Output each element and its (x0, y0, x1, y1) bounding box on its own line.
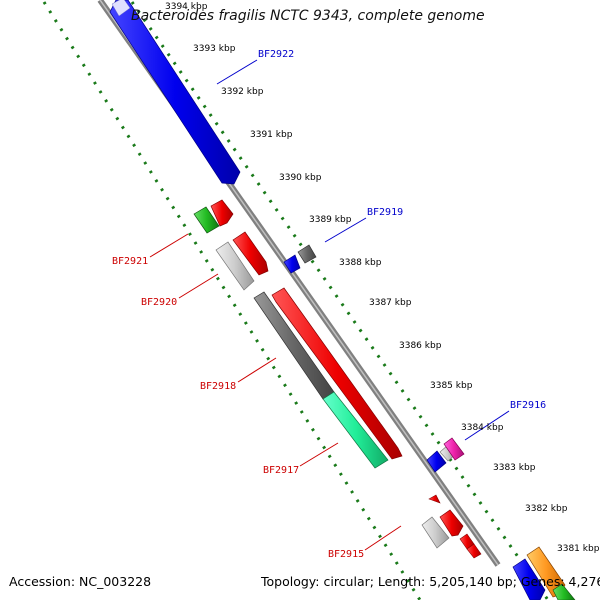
leader-bf2916 (464, 410, 510, 441)
gene-pink[interactable] (443, 437, 465, 461)
topology-text: Topology: circular; Length: 5,205,140 bp… (261, 574, 600, 589)
label-bf2921[interactable]: BF2921 (112, 256, 148, 267)
label-bf2917[interactable]: BF2917 (263, 465, 299, 476)
gene-red-small-1[interactable] (428, 494, 441, 504)
leader-bf2918 (237, 357, 277, 383)
leader-bf2922 (216, 59, 258, 85)
accession-text: Accession: NC_003228 (9, 574, 152, 589)
scale-label: 3390 kbp (279, 173, 322, 183)
genome-title: Bacteroides fragilis NCTC 9343, complete… (131, 8, 485, 24)
gene-bf2916[interactable] (426, 450, 447, 473)
gene-bf2917[interactable] (322, 391, 389, 469)
gene-green-bottom[interactable] (552, 583, 576, 600)
scale-label: 3386 kbp (399, 341, 442, 351)
scale-label: 3393 kbp (193, 44, 236, 54)
gene-red-3[interactable] (271, 287, 403, 460)
gene-red-small-4[interactable] (466, 543, 482, 559)
gene-bf2922-start[interactable] (111, 0, 131, 17)
scale-label: 3389 kbp (309, 215, 352, 225)
outer-tick-ring (130, 1, 550, 600)
leader-bf2920 (178, 273, 219, 299)
leader-bf2919 (324, 217, 367, 243)
gene-bf2915[interactable] (421, 516, 450, 549)
label-bf2915[interactable]: BF2915 (328, 549, 364, 560)
leader-bf2915 (364, 525, 402, 551)
scale-label: 3388 kbp (339, 258, 382, 268)
gene-bf2920[interactable] (215, 241, 255, 291)
label-bf2920[interactable]: BF2920 (141, 297, 177, 308)
scale-label: 3385 kbp (430, 381, 473, 391)
scale-label: 3392 kbp (221, 87, 264, 97)
scale-label: 3383 kbp (493, 463, 536, 473)
label-bf2916[interactable]: BF2916 (510, 400, 546, 411)
leader-bf2917 (299, 442, 339, 467)
scale-label: 3391 kbp (250, 130, 293, 140)
gene-small-gray[interactable] (297, 244, 317, 264)
inner-tick-ring (42, 1, 422, 600)
gene-bf2919[interactable] (283, 254, 301, 274)
leader-bf2921 (149, 233, 189, 258)
scale-label: 3381 kbp (557, 544, 600, 554)
label-bf2919[interactable]: BF2919 (367, 207, 403, 218)
scale-label: 3382 kbp (525, 504, 568, 514)
gene-red-1[interactable] (210, 199, 234, 227)
gene-bf2922[interactable] (109, 0, 241, 185)
scale-label: 3394 kbp (165, 2, 208, 12)
gene-blue-bottom[interactable] (512, 558, 546, 600)
label-bf2918[interactable]: BF2918 (200, 381, 236, 392)
gene-red-small-2[interactable] (439, 509, 464, 537)
gene-bf2921[interactable] (193, 206, 220, 234)
label-bf2922[interactable]: BF2922 (258, 49, 294, 60)
gene-red-2[interactable] (232, 231, 269, 276)
scale-label: 3387 kbp (369, 298, 412, 308)
scale-label: 3384 kbp (461, 423, 504, 433)
